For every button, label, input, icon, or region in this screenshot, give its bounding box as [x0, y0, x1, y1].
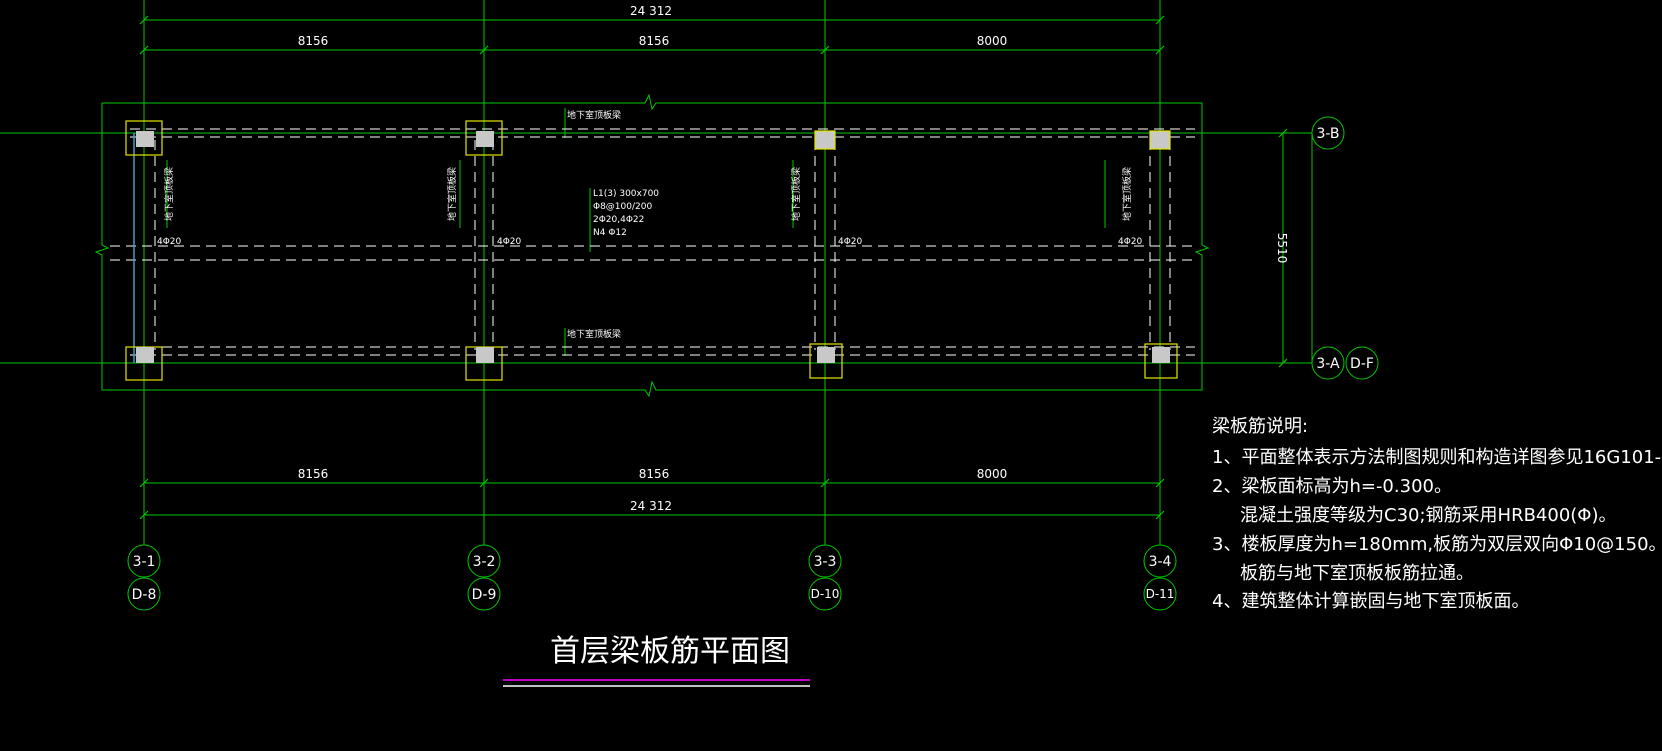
column-core: [476, 347, 494, 363]
axis-bubble-3-1: [127, 544, 161, 578]
column-3-3-3-B: [814, 130, 836, 150]
beam-annotation-line-3: 2Φ20,4Φ22: [593, 215, 644, 225]
columns: [125, 120, 1178, 381]
axis-bubble-3-B: [1311, 116, 1345, 150]
axis-label-3-B: 3-B: [1316, 126, 1339, 142]
beam-label-bottom: 地下室顶板梁: [567, 328, 621, 340]
axis-label-3-1: 3-1: [133, 554, 156, 570]
top-span-dim-3: 8000: [977, 34, 1008, 48]
vertical-beam-label-3: 地下室顶板梁: [790, 167, 802, 221]
beam-annotation-line-2: Φ8@100/200: [593, 202, 652, 212]
top-total-dim: 24 312: [630, 4, 672, 18]
axis-bubble-3-4: [1143, 544, 1177, 578]
top-span-dim-1: 8156: [298, 34, 329, 48]
column-core: [136, 131, 154, 147]
axis-bubble-3-2: [467, 544, 501, 578]
vertical-beam-label-2: 地下室顶板梁: [446, 167, 458, 221]
vertical-beam-label-1: 地下室顶板梁: [163, 167, 175, 221]
bottom-span-dim-2: 8156: [639, 467, 670, 481]
beam-label-top: 地下室顶板梁: [567, 109, 621, 121]
column-3-2-3-B: [465, 120, 503, 156]
axis-bubble-3-3: [808, 544, 842, 578]
slab-outline: [94, 93, 1210, 398]
beam-annotation-line-4: N4 Φ12: [593, 228, 627, 238]
axis-label-3-3: 3-3: [814, 554, 837, 570]
axis-label-3-4: 3-4: [1149, 554, 1172, 570]
vertical-beam-label-4: 地下室顶板梁: [1121, 167, 1133, 221]
note-line-3: 混凝土强度等级为C30;钢筋采用HRB400(Φ)。: [1240, 505, 1617, 526]
rebar-label-4: 4Φ20: [1118, 237, 1143, 247]
axis-label-D-F: D-F: [1350, 356, 1374, 372]
rebar-label-3: 4Φ20: [838, 237, 863, 247]
axis-bubble-D-10: [808, 577, 842, 611]
axis-bubble-D-11: [1143, 577, 1177, 611]
axis-label-D-9: D-9: [472, 587, 497, 603]
beam-lines: [110, 128, 1195, 356]
axis-bubble-D-9: [467, 577, 501, 611]
note-line-2: 2、梁板面标高为h=-0.300。: [1212, 476, 1452, 497]
axis-label-D-11: D-11: [1146, 587, 1175, 601]
note-line-4: 3、楼板厚度为h=180mm,板筋为双层双向Φ10@150。: [1212, 534, 1662, 555]
beam-annotation-line-1: L1(3) 300x700: [593, 189, 659, 199]
bottom-total-dim: 24 312: [630, 499, 672, 513]
axis-label-D-8: D-8: [132, 587, 157, 603]
axis-bubble-D-F: [1345, 346, 1379, 380]
axis-label-D-10: D-10: [811, 587, 840, 601]
rebar-label-2: 4Φ20: [497, 237, 522, 247]
rebar-label-1: 4Φ20: [157, 237, 182, 247]
column-core: [136, 347, 154, 363]
side-dim: 5510: [1275, 233, 1289, 264]
axis-bubble-3-A: [1311, 346, 1345, 380]
top-span-dim-2: 8156: [639, 34, 670, 48]
column-core: [817, 347, 835, 363]
drawing-title: 首层梁板筋平面图: [550, 634, 790, 669]
column-3-4-3-B: [1149, 130, 1171, 150]
bottom-span-dim-3: 8000: [977, 467, 1008, 481]
column-3-4-3-A: [1144, 343, 1178, 379]
column-core: [1152, 347, 1170, 363]
notes-heading: 梁板筋说明:: [1212, 416, 1308, 437]
column-3-3-3-A: [809, 343, 843, 379]
note-line-5: 板筋与地下室顶板板筋拉通。: [1240, 563, 1474, 584]
dimension-ticks: [139, 15, 1288, 520]
axis-bubble-D-8: [127, 577, 161, 611]
note-line-6: 4、建筑整体计算嵌固与地下室顶板面。: [1212, 591, 1529, 612]
axis-label-3-2: 3-2: [473, 554, 496, 570]
bottom-span-dim-1: 8156: [298, 467, 329, 481]
axis-label-3-A: 3-A: [1316, 356, 1340, 372]
column-core: [476, 131, 494, 147]
column-3-1-3-B: [125, 120, 163, 156]
note-line-1: 1、平面整体表示方法制图规则和构造详图参见16G101-1。: [1212, 447, 1662, 468]
